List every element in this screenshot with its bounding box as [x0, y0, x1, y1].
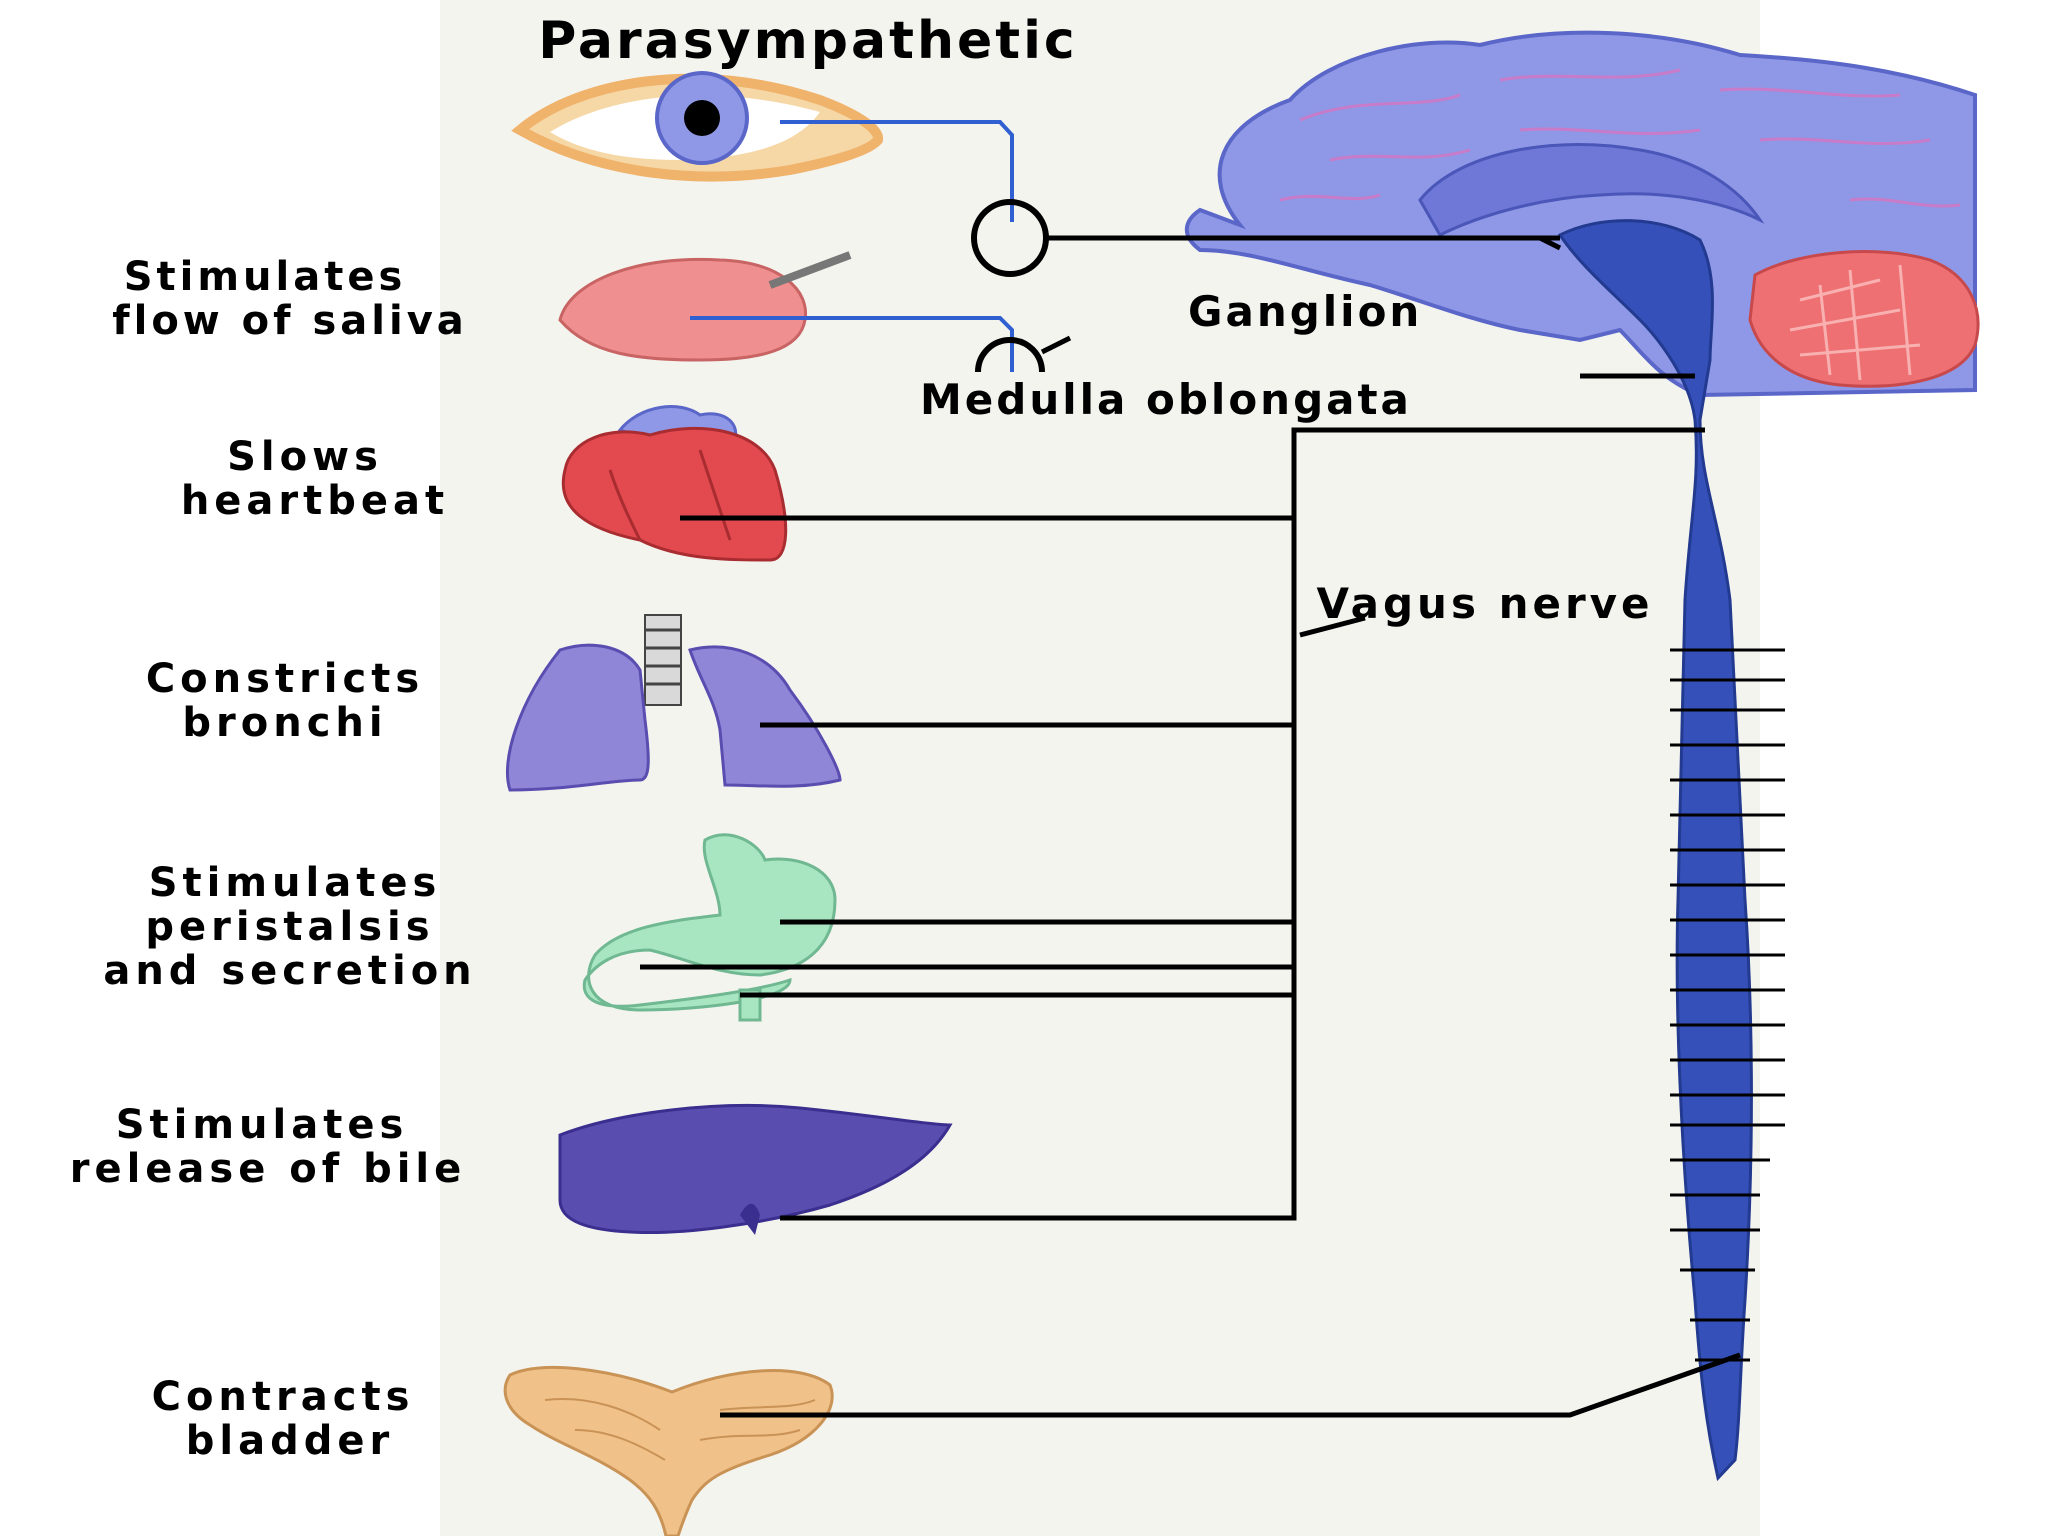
heart-icon [561, 405, 788, 562]
stomach-label: Stimulates peristalsis and secretion [103, 860, 476, 994]
heart-label-line: heartbeat [181, 478, 449, 524]
liver-icon [558, 1104, 953, 1235]
saliva-label-line: flow of saliva [112, 298, 468, 344]
nerve-lines [640, 235, 1741, 1418]
medulla-label: Medulla oblongata [920, 375, 1412, 424]
stomach-label-line: peristalsis [145, 904, 434, 950]
eye-icon [511, 71, 884, 182]
stomach-label-line: and secretion [103, 948, 476, 994]
bladder-icon [503, 1365, 834, 1538]
spinal-cord-icon [1557, 219, 1785, 1482]
ganglion-label: Ganglion [1188, 287, 1422, 336]
lungs-icon [505, 614, 842, 792]
saliva-label: Stimulates flow of saliva [112, 254, 468, 344]
cranial-nerve-lines [690, 120, 1014, 372]
saliva-label-line: Stimulates [124, 254, 407, 300]
bladder-label-line: Contracts [152, 1374, 415, 1420]
bladder-label: Contracts bladder [152, 1374, 415, 1464]
stomach-label-line: Stimulates [149, 860, 442, 906]
bile-label-line: release of bile [70, 1146, 467, 1192]
diagram-title: Parasympathetic [538, 11, 1078, 71]
bladder-label-line: bladder [186, 1418, 394, 1464]
heart-label: Slows heartbeat [181, 434, 449, 524]
bronchi-label: Constricts bronchi [146, 656, 424, 746]
bile-label: Stimulates release of bile [70, 1102, 467, 1192]
vagus-label: Vagus nerve [1316, 579, 1653, 628]
bronchi-label-line: bronchi [182, 700, 387, 746]
cerebellum-icon [1748, 250, 1980, 388]
bronchi-label-line: Constricts [146, 656, 424, 702]
ganglion-lower-icon [975, 337, 1045, 373]
bile-label-line: Stimulates [116, 1102, 409, 1148]
heart-label-line: Slows [227, 434, 383, 480]
